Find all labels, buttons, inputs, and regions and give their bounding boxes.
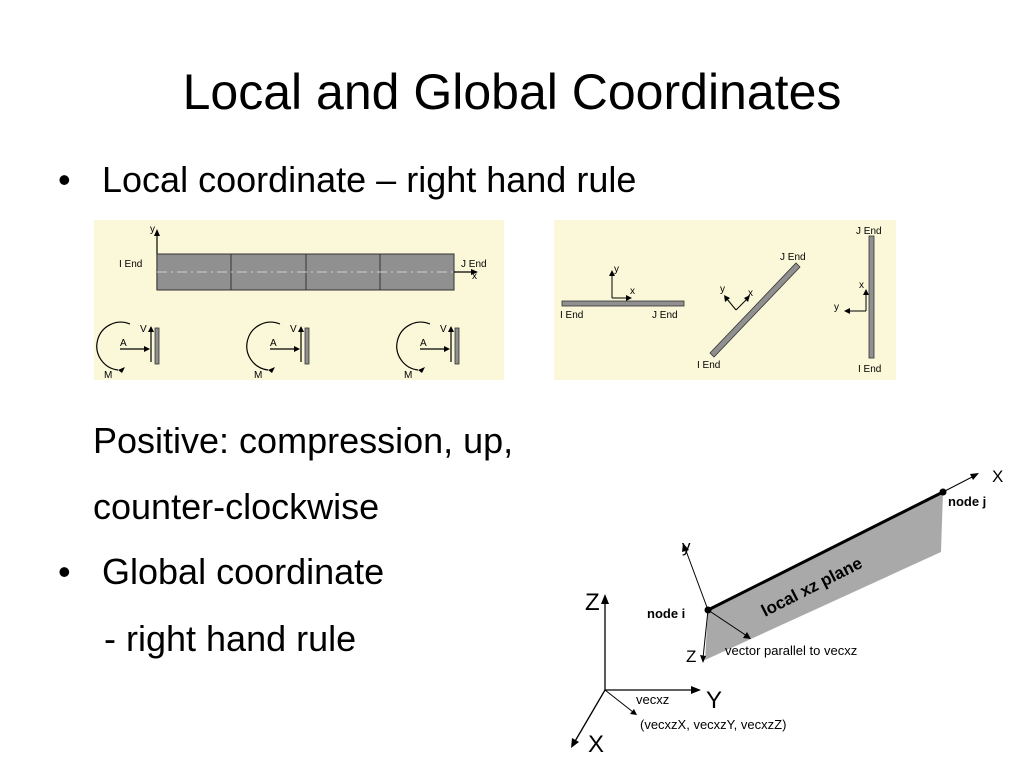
- horizontal-y-label: y: [614, 264, 619, 275]
- node-j-label: node j: [948, 494, 986, 509]
- moment-label: M: [104, 370, 112, 380]
- shear-label: V: [290, 324, 297, 335]
- local-z-arrowhead: [700, 655, 706, 663]
- global-x-axis: [573, 689, 606, 744]
- shear-label: V: [440, 324, 447, 335]
- local-z-label: Z: [686, 647, 696, 666]
- diagonal-member: [709, 262, 801, 358]
- axial-arrowhead: [144, 346, 150, 352]
- vecxz-parallel-arrowhead: [743, 632, 751, 639]
- vertical-i-end-label: I End: [858, 364, 881, 375]
- member-orientation-figure: y x I End J End y x I End J End x y J En…: [554, 220, 896, 380]
- global-z-label: Z: [585, 589, 600, 616]
- moment-arrowhead: [418, 367, 425, 373]
- vecxz-parallel-vector: [707, 609, 748, 637]
- member-line: [707, 490, 944, 612]
- global-sub-text: - right hand rule: [104, 618, 357, 659]
- beam-y-label: y: [150, 224, 155, 235]
- axial-label: A: [270, 338, 277, 349]
- beam-j-end-label: J End: [461, 259, 487, 270]
- vertical-x-label: x: [859, 280, 864, 291]
- beam-x-arrowhead: [471, 269, 478, 275]
- positive-convention-line1: Positive: compression, up,: [93, 420, 514, 461]
- axial-label: A: [120, 338, 127, 349]
- moment-arc: [246, 321, 281, 371]
- diagonal-x-label: x: [748, 288, 753, 299]
- vecxz-vector: [604, 689, 634, 713]
- global-x-arrowhead: [571, 738, 579, 748]
- vertical-x-arrowhead: [863, 289, 869, 295]
- local-x-label: X: [992, 467, 1003, 486]
- section-cut: [154, 327, 160, 365]
- moment-arrowhead: [118, 367, 125, 373]
- beam-y-arrowhead: [154, 229, 160, 236]
- force-symbol: M A V: [246, 321, 310, 380]
- local-x-axis: [942, 475, 975, 493]
- force-symbol: M A V: [396, 321, 460, 380]
- node-i-label: node i: [647, 606, 685, 621]
- axial-arrowhead: [294, 346, 300, 352]
- diagonal-x-axis: [735, 298, 748, 311]
- diagonal-y-label: y: [720, 284, 725, 295]
- bullet-glyph: •: [58, 159, 71, 200]
- node-j-marker: [939, 488, 947, 496]
- local-z-axis: [702, 609, 709, 659]
- bullet-glyph: •: [58, 551, 71, 592]
- moment-arrowhead: [268, 367, 275, 373]
- vertical-j-end-label: J End: [856, 226, 882, 237]
- diagonal-j-end-label: J End: [780, 252, 806, 263]
- slide-title: Local and Global Coordinates: [182, 64, 842, 120]
- horizontal-i-end-label: I End: [560, 310, 583, 321]
- beam-forces-figure: y x I End J End M A V M A V M: [94, 220, 504, 380]
- axial-arrowhead: [444, 346, 450, 352]
- section-cut: [454, 327, 460, 365]
- beam-x-label: x: [472, 271, 477, 282]
- local-xz-plane: [705, 492, 943, 660]
- diagonal-y-arrowhead: [724, 295, 730, 302]
- vertical-y-label: y: [834, 302, 839, 313]
- bullet-local-coordinate: • Local coordinate – right hand rule: [58, 158, 636, 202]
- global-y-arrowhead: [691, 686, 701, 694]
- shear-arrowhead: [298, 326, 304, 332]
- bullet-global-text: Global coordinate: [102, 551, 385, 592]
- vecxz-label: vecxz: [636, 692, 669, 707]
- force-symbol: M A V: [96, 321, 160, 380]
- moment-arc: [96, 321, 131, 371]
- diagonal-y-axis: [726, 298, 737, 311]
- vertical-member: [868, 235, 875, 359]
- horizontal-member: [561, 300, 685, 307]
- vecxz-parallel-note: vector parallel to vecxz: [725, 643, 857, 658]
- global-x-label: X: [588, 731, 604, 758]
- horizontal-x-label: x: [630, 286, 635, 297]
- global-y-label: Y: [706, 687, 722, 714]
- shear-label: V: [140, 324, 147, 335]
- positive-convention-line2: counter-clockwise: [93, 486, 380, 527]
- diagonal-i-end-label: I End: [697, 360, 720, 371]
- section-cut: [304, 327, 310, 365]
- horizontal-x-arrowhead: [626, 295, 632, 301]
- global-z-arrowhead: [601, 594, 609, 604]
- moment-arc: [396, 321, 431, 371]
- local-y-axis: [684, 547, 709, 611]
- vecxz-components-label: (vecxzX, vecxzY, vecxzZ): [640, 717, 786, 732]
- horizontal-y-arrowhead: [609, 270, 615, 276]
- shear-arrowhead: [448, 326, 454, 332]
- beam-figure-background: [94, 220, 504, 380]
- vertical-y-arrowhead: [844, 308, 850, 314]
- vecxz-arrowhead: [630, 709, 637, 715]
- diagonal-x-arrowhead: [744, 295, 750, 302]
- global-coordinate-figure: Z Y X vecxz (vecxzX, vecxzY, vecxzZ) loc…: [571, 467, 1003, 758]
- local-x-arrowhead: [970, 473, 979, 480]
- moment-label: M: [404, 370, 412, 380]
- horizontal-j-end-label: J End: [652, 310, 678, 321]
- beam-i-end-label: I End: [119, 259, 142, 270]
- axial-label: A: [420, 338, 427, 349]
- local-y-arrowhead: [682, 543, 689, 552]
- bullet-local-text: Local coordinate – right hand rule: [102, 159, 637, 200]
- moment-label: M: [254, 370, 262, 380]
- bullet-global-coordinate: • Global coordinate: [58, 550, 384, 594]
- local-y-label: y: [682, 537, 691, 556]
- shear-arrowhead: [148, 326, 154, 332]
